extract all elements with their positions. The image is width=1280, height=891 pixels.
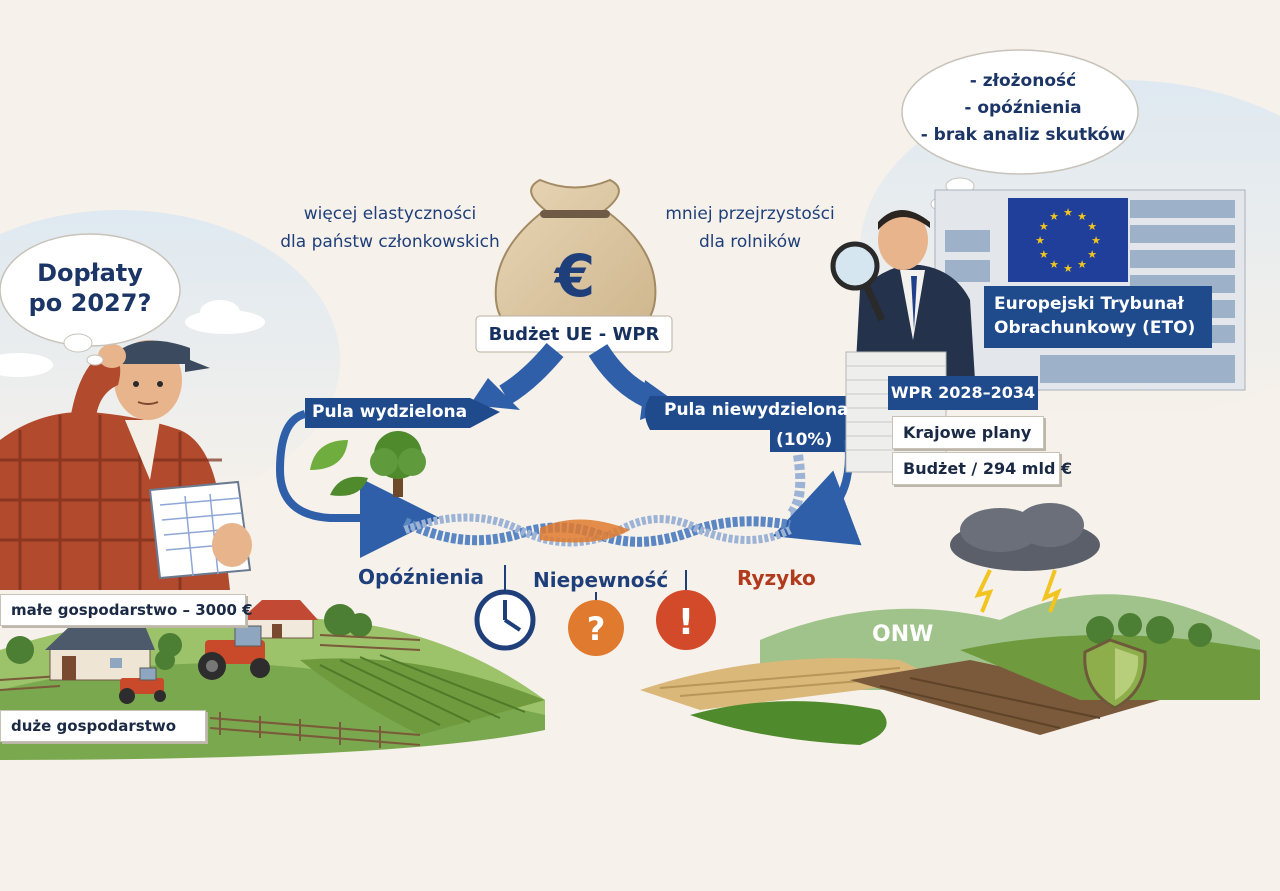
concern-impact: - brak analiz skutków bbox=[920, 125, 1126, 145]
onw-label: ONW bbox=[872, 622, 934, 647]
exclamation-icon: ! bbox=[656, 570, 716, 650]
tree-icon bbox=[370, 431, 426, 497]
barn-icon bbox=[45, 626, 155, 681]
clock-icon bbox=[474, 565, 536, 651]
eto-nameplate: Europejski Trybunał Obrachunkowy (ETO) bbox=[984, 286, 1212, 348]
auditor-figure bbox=[830, 210, 975, 380]
eu-star-icon: ★ bbox=[1039, 220, 1049, 233]
eu-star-icon: ★ bbox=[1063, 262, 1073, 275]
ringfenced-pool: Pula wydzielona bbox=[312, 402, 468, 422]
left-note-line1: więcej elastyczności bbox=[303, 204, 477, 224]
auditor-concerns: - złożoność - opóźnienia - brak analiz s… bbox=[918, 68, 1128, 149]
farmer-question-line2: po 2027? bbox=[28, 289, 152, 317]
eu-star-icon: ★ bbox=[1063, 206, 1073, 219]
left-note-line2: dla państw członkowskich bbox=[280, 232, 500, 252]
concern-complexity: - złożoność bbox=[969, 71, 1077, 91]
eu-star-icon: ★ bbox=[1049, 210, 1059, 223]
cloud-icon bbox=[0, 300, 265, 377]
eto-line2: Obrachunkowy (ETO) bbox=[994, 318, 1196, 338]
tractor-icon bbox=[198, 625, 270, 680]
non-ringfenced-pool: Pula niewydzielona bbox=[664, 400, 849, 420]
money-bag-icon bbox=[494, 178, 657, 350]
flow-arrows bbox=[275, 342, 862, 558]
storm-cloud-icon bbox=[950, 503, 1100, 613]
concern-delays: - opóźnienia bbox=[964, 98, 1082, 118]
right-note-line1: mniej przejrzystości bbox=[665, 204, 835, 224]
svg-text:?: ? bbox=[587, 610, 606, 648]
leaf-icon bbox=[310, 440, 368, 496]
small-farm-label: małe gospodarstwo – 3000 € bbox=[0, 594, 253, 626]
shield-icon bbox=[1083, 638, 1147, 710]
eu-star-icon: ★ bbox=[1091, 234, 1101, 247]
euro-symbol: € bbox=[554, 242, 596, 310]
non-ringfenced-share: (10%) bbox=[776, 430, 833, 450]
eto-line1: Europejski Trybunał bbox=[994, 294, 1184, 314]
risk-delays-label: Opóźnienia bbox=[358, 565, 484, 589]
budget-card: Budżet / 294 mld € bbox=[892, 452, 1072, 485]
clipboard-icon bbox=[148, 480, 252, 580]
right-note: mniej przejrzystości dla rolników bbox=[640, 200, 860, 256]
farmer-question-line1: Dopłaty bbox=[37, 259, 143, 287]
cap-period-card: WPR 2028–2034 bbox=[888, 376, 1038, 410]
farmer-question: Dopłaty po 2027? bbox=[20, 258, 160, 318]
eu-star-icon: ★ bbox=[1049, 258, 1059, 271]
eu-star-icon: ★ bbox=[1035, 234, 1045, 247]
national-plans-card: Krajowe plany bbox=[892, 416, 1044, 449]
eu-flag: ★★★★★★★★★★★★ bbox=[1008, 198, 1128, 282]
eu-star-icon: ★ bbox=[1077, 210, 1087, 223]
budget-label-box bbox=[475, 315, 673, 353]
large-farm-label: duże gospodarstwo bbox=[0, 710, 206, 742]
farmer-thought-bubble bbox=[0, 233, 181, 366]
budget-label: Budżet UE - WPR bbox=[488, 324, 660, 345]
question-icon: ? bbox=[568, 592, 624, 656]
eu-star-icon: ★ bbox=[1087, 248, 1097, 261]
right-note-line2: dla rolników bbox=[698, 232, 802, 252]
eu-star-icon: ★ bbox=[1087, 220, 1097, 233]
small-tractor-icon bbox=[119, 667, 166, 704]
eu-star-icon: ★ bbox=[1077, 258, 1087, 271]
svg-text:!: ! bbox=[678, 602, 694, 643]
risk-label: Ryzyko bbox=[737, 566, 816, 590]
right-landscape bbox=[640, 594, 1260, 745]
eu-star-icon: ★ bbox=[1039, 248, 1049, 261]
left-note: więcej elastyczności dla państw członkow… bbox=[270, 200, 510, 256]
risk-uncertainty-label: Niepewność bbox=[533, 568, 669, 592]
